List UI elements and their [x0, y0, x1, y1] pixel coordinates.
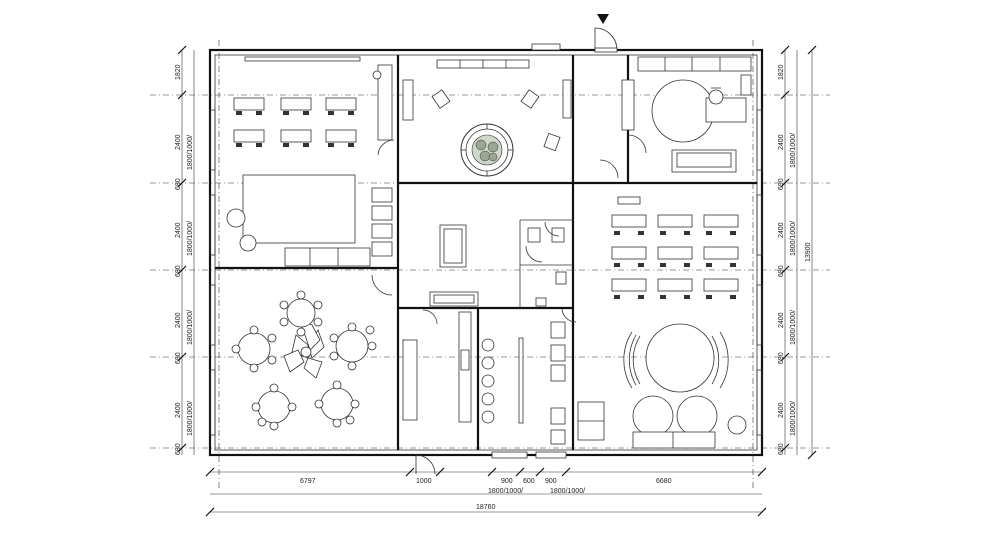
bottom-seg-c: 900 [545, 478, 557, 485]
left-dim-0: 1820 [175, 64, 182, 80]
left-dim-4: 2400 [175, 222, 182, 238]
bottom-total: 18760 [476, 504, 496, 511]
left-dim-5: 1800/1000/ [187, 221, 194, 256]
right-dim-9: 690 [778, 352, 785, 364]
bottom-seg-b: 600 [523, 478, 535, 485]
central-planter [460, 123, 514, 177]
right-dim-6: 690 [778, 265, 785, 277]
left-dim-7: 2400 [175, 312, 182, 328]
bottom-right-width: 6680 [656, 478, 672, 485]
bottom-dimension-labels: 6797 1000 900 600 900 6680 1800/1000/ 18… [300, 478, 672, 511]
entrance-arrow-icon [597, 14, 609, 24]
right-dim-11: 1800/1000/ [790, 401, 797, 436]
outer-walls [208, 48, 764, 457]
bottom-seg-a: 900 [501, 478, 513, 485]
lounge-bottom-right [577, 323, 747, 449]
right-dim-8: 1800/1000/ [790, 310, 797, 345]
left-dim-8: 1800/1000/ [187, 310, 194, 345]
right-dim-5: 1800/1000/ [790, 221, 797, 256]
right-dim-3: 690 [778, 178, 785, 190]
bottom-door-width: 1000 [416, 478, 432, 485]
desk-group [233, 97, 357, 147]
right-dim-0: 1820 [778, 64, 785, 80]
hall-middle [429, 224, 479, 307]
right-dimension-labels: 1820 2400 1800/1000/ 690 2400 1800/1000/… [778, 64, 812, 455]
flower-centerpiece [283, 319, 325, 379]
left-dimension-labels: 1820 2400 1800/1000/ 680 2400 1800/1000/… [175, 64, 194, 455]
right-dim-4: 2400 [778, 222, 785, 238]
right-dim-2: 1800/1000/ [790, 133, 797, 168]
wc-block [525, 221, 567, 307]
left-dim-3: 680 [175, 178, 182, 190]
right-dim-7: 2400 [778, 312, 785, 328]
lounge-top-middle [402, 43, 572, 177]
right-dim-1: 2400 [778, 134, 785, 150]
bottom-doors [415, 451, 567, 475]
classroom-mid-right [611, 196, 739, 299]
classroom-top-left [233, 56, 395, 156]
right-dim-12: 680 [778, 443, 785, 455]
left-dim-6: 680 [175, 265, 182, 277]
right-total: 13900 [805, 242, 812, 262]
right-dim-10: 2400 [778, 402, 785, 418]
corridor-bottom [402, 309, 472, 423]
left-dim-11: 1800/1000/ [187, 401, 194, 436]
bottom-window-a: 1800/1000/ [488, 488, 523, 495]
dining-room-left [231, 274, 393, 431]
left-dim-1: 2400 [175, 134, 182, 150]
left-dim-2: 1800/1000/ [187, 135, 194, 170]
entry-office [599, 56, 752, 179]
bottom-left-width: 6797 [300, 478, 316, 485]
round-tables [231, 290, 377, 431]
left-dim-10: 2400 [175, 402, 182, 418]
entrance [594, 14, 618, 53]
play-room-left [226, 174, 393, 267]
bottom-window-b: 1800/1000/ [550, 488, 585, 495]
left-dim-12: 680 [175, 443, 182, 455]
interior-walls [215, 55, 757, 450]
dimension-lines [177, 45, 817, 517]
left-dim-9: 680 [175, 352, 182, 364]
washroom-bottom [481, 307, 577, 445]
